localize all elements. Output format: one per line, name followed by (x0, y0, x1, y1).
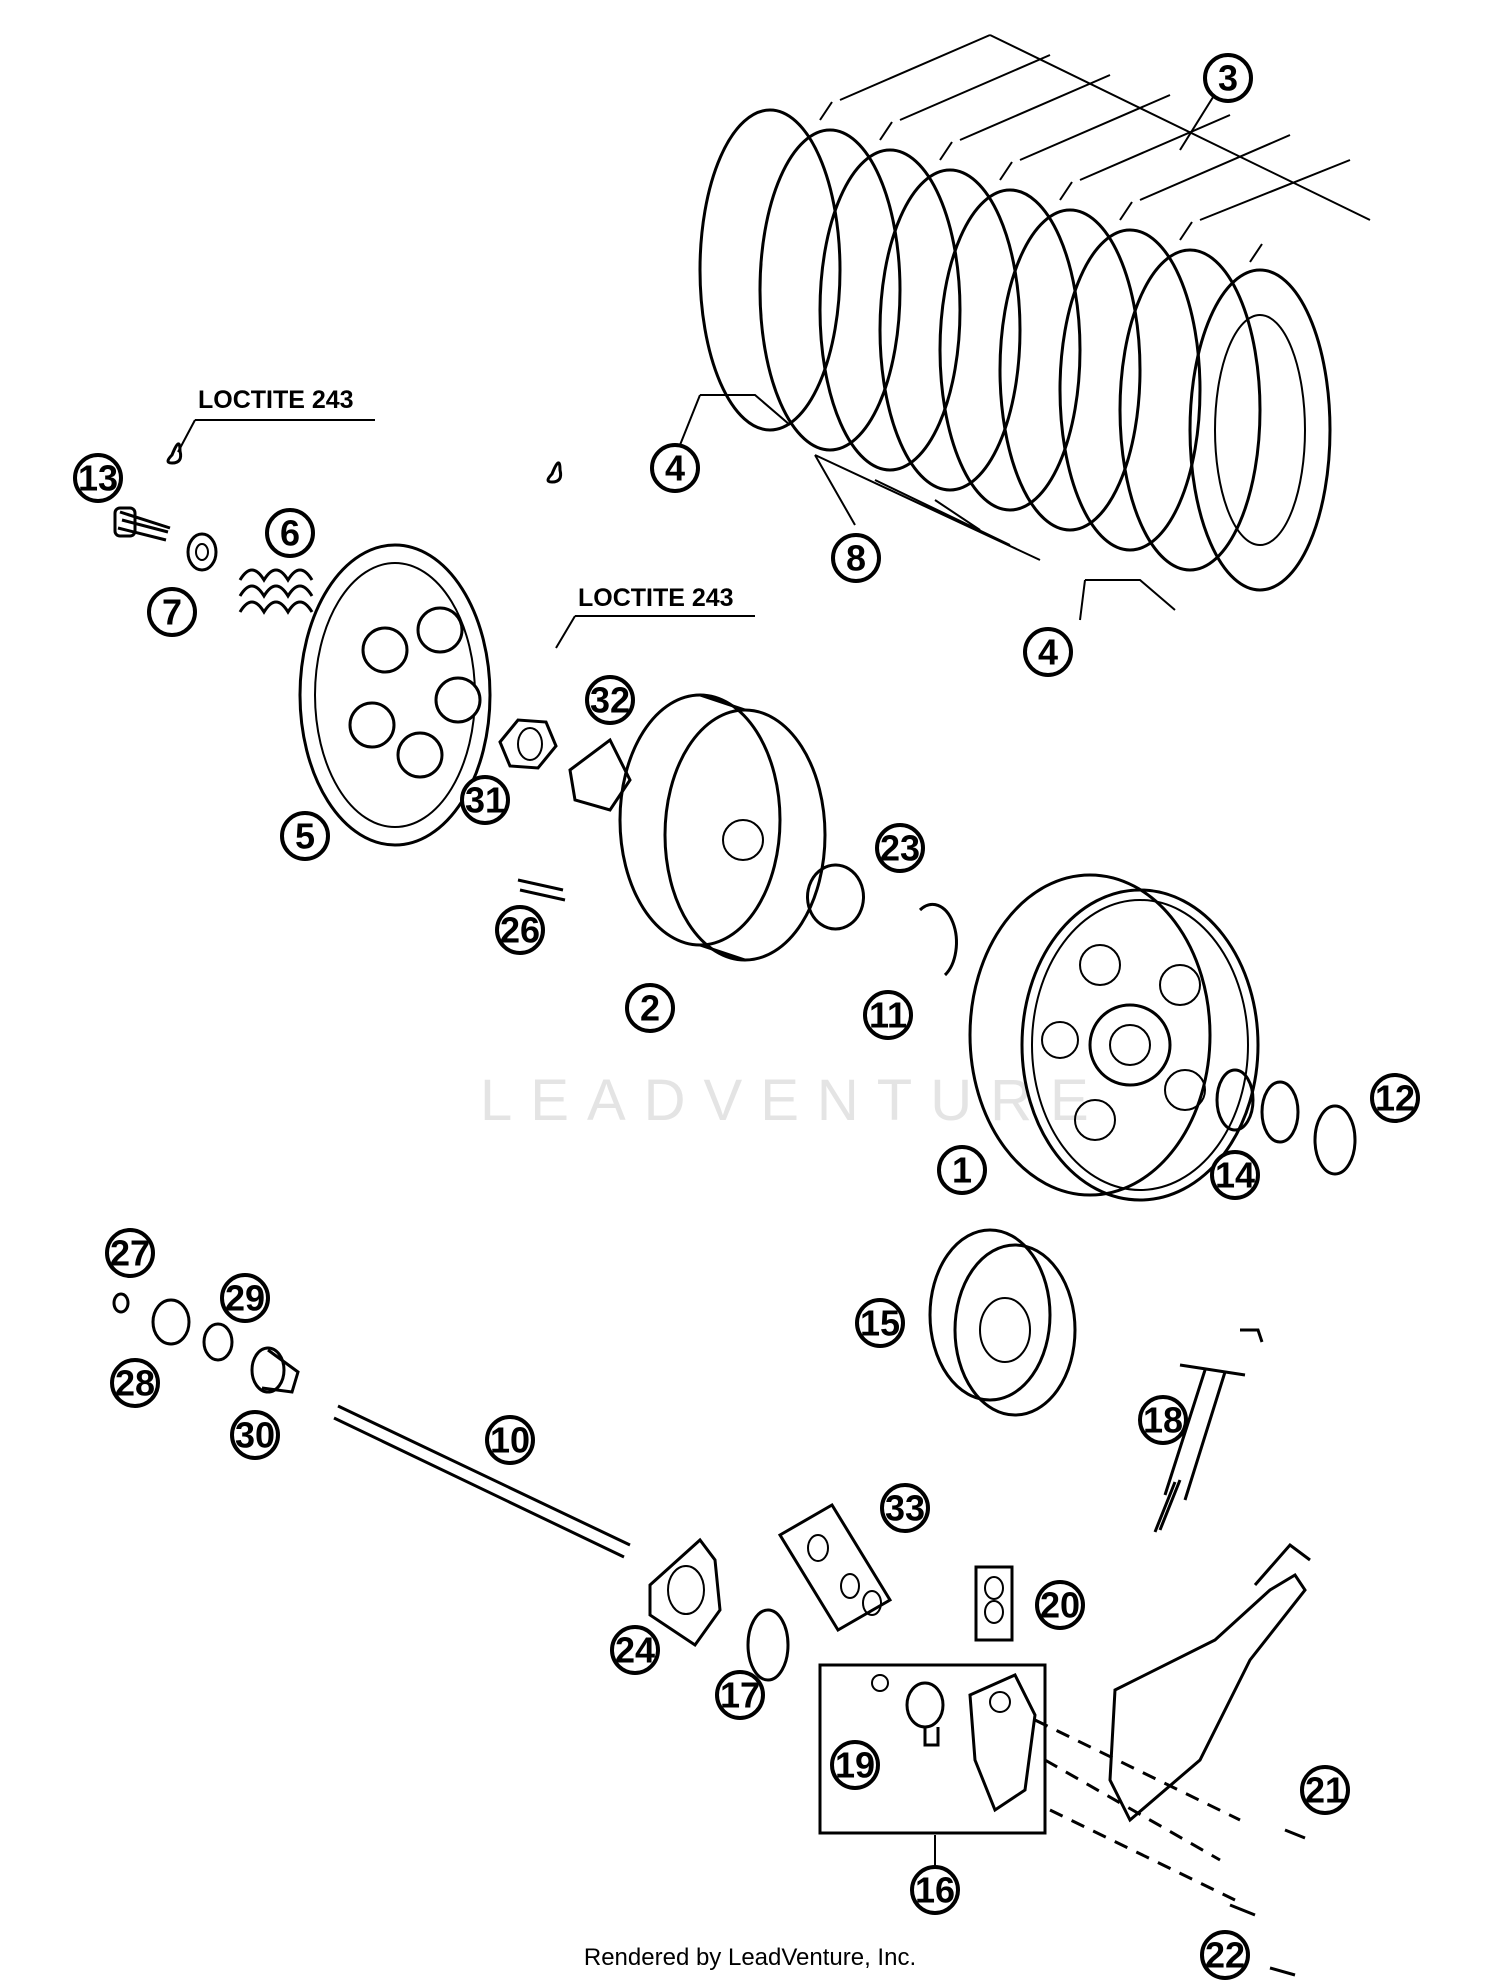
callout-5: 5 (280, 811, 330, 861)
bolt-washer-spring-group (113, 442, 314, 615)
callout-13: 13 (73, 453, 123, 503)
pressure-plate (298, 543, 492, 847)
svg-text:5: 5 (295, 816, 315, 857)
svg-text:16: 16 (915, 1870, 955, 1911)
callout-4-upper: 4 (650, 443, 700, 493)
primary-drive-gear (928, 1228, 1077, 1417)
svg-text:26: 26 (500, 910, 540, 951)
small-washers-and-pusher (112, 1292, 300, 1394)
svg-text:2: 2 (640, 988, 660, 1029)
svg-text:15: 15 (860, 1303, 900, 1344)
mounting-bracket-and-bolts (1034, 1542, 1311, 1977)
callout-6: 6 (265, 508, 315, 558)
callout-14: 14 (1210, 1150, 1260, 1200)
callout-20: 20 (1035, 1580, 1085, 1630)
callout-4-lower: 4 (1023, 627, 1073, 677)
svg-text:28: 28 (115, 1363, 155, 1404)
callout-27: 27 (105, 1228, 155, 1278)
svg-text:LOCTITE 243: LOCTITE 243 (578, 584, 734, 612)
callout-22: 22 (1200, 1930, 1250, 1980)
screw-assembly (1153, 1328, 1264, 1533)
callout-8: 8 (831, 533, 881, 583)
callout-3: 3 (1203, 53, 1253, 103)
callout-1: 1 (937, 1145, 987, 1195)
callout-26: 26 (495, 905, 545, 955)
loctite-note-lower: LOCTITE 243 (555, 584, 755, 649)
callout-16: 16 (910, 1865, 960, 1915)
svg-text:17: 17 (720, 1675, 760, 1716)
clutch-disc-stack (679, 34, 1371, 621)
svg-text:8: 8 (846, 538, 866, 579)
watermark: LEADVENTURE (480, 1068, 1107, 1133)
svg-text:LOCTITE 243: LOCTITE 243 (198, 386, 354, 414)
push-rod (333, 1404, 631, 1559)
callout-10: 10 (485, 1415, 535, 1465)
slave-cylinder-group (818, 1663, 1047, 1870)
gasket-oring-seal-kit (648, 1502, 1014, 1682)
svg-text:1: 1 (952, 1150, 972, 1191)
callout-18: 18 (1138, 1395, 1188, 1445)
svg-text:11: 11 (869, 995, 907, 1036)
svg-text:22: 22 (1205, 1935, 1245, 1976)
svg-text:LEADVENTURE: LEADVENTURE (480, 1068, 1107, 1133)
svg-text:6: 6 (280, 513, 300, 554)
svg-text:29: 29 (225, 1278, 265, 1319)
nut-and-lock-washer (498, 461, 632, 902)
callout-21: 21 (1300, 1765, 1350, 1815)
svg-text:21: 21 (1305, 1770, 1345, 1811)
callout-30: 30 (230, 1410, 280, 1460)
svg-text:7: 7 (162, 592, 182, 633)
callout-7: 7 (147, 587, 197, 637)
callout-12: 12 (1370, 1073, 1420, 1123)
svg-text:3: 3 (1218, 58, 1238, 99)
callout-19: 19 (830, 1740, 880, 1790)
callout-23: 23 (875, 823, 925, 873)
svg-text:32: 32 (590, 680, 630, 721)
svg-text:19: 19 (835, 1745, 875, 1786)
svg-text:23: 23 (880, 828, 920, 869)
bushings-and-washer (1215, 1068, 1357, 1176)
callout-15: 15 (855, 1298, 905, 1348)
svg-text:20: 20 (1040, 1585, 1080, 1626)
svg-text:31: 31 (465, 780, 505, 821)
svg-text:33: 33 (885, 1488, 925, 1529)
callout-24: 24 (610, 1625, 660, 1675)
footer-credit: Rendered by LeadVenture, Inc. (583, 1944, 917, 1971)
callout-33: 33 (880, 1483, 930, 1533)
callout-11: 11 (863, 990, 913, 1040)
callout-31: 31 (460, 775, 510, 825)
svg-text:24: 24 (615, 1630, 655, 1671)
inner-clutch-hub (618, 693, 958, 977)
svg-text:14: 14 (1215, 1155, 1255, 1196)
svg-text:30: 30 (235, 1415, 275, 1456)
callout-32: 32 (585, 675, 635, 725)
callout-2: 2 (625, 983, 675, 1033)
callout-29: 29 (220, 1273, 270, 1323)
svg-text:27: 27 (110, 1233, 150, 1274)
svg-text:13: 13 (78, 458, 118, 499)
callout-17: 17 (715, 1670, 765, 1720)
svg-text:18: 18 (1143, 1400, 1183, 1441)
outer-clutch-basket (968, 873, 1260, 1202)
svg-text:12: 12 (1375, 1078, 1415, 1119)
loctite-note-upper: LOCTITE 243 (177, 386, 375, 453)
callout-28: 28 (110, 1358, 160, 1408)
svg-text:10: 10 (490, 1420, 530, 1461)
svg-text:4: 4 (1038, 632, 1058, 673)
svg-text:4: 4 (665, 448, 685, 489)
